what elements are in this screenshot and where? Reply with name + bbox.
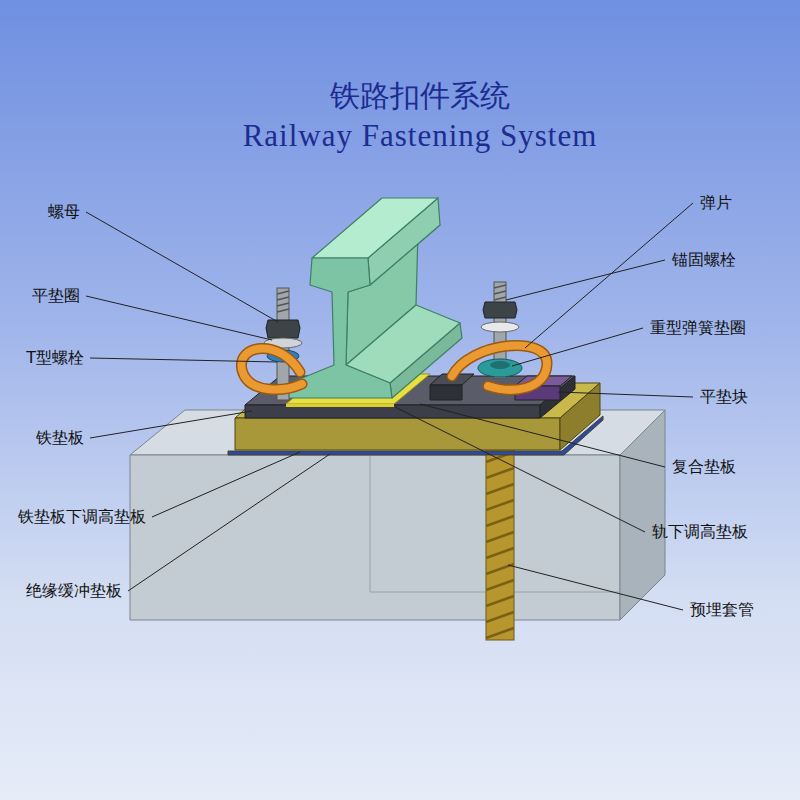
concrete-sleeper: [130, 410, 665, 620]
rail-profile: [288, 258, 392, 398]
part-label: 平垫圈: [32, 286, 80, 306]
leader-line: [90, 411, 252, 438]
rail-foot-top: [346, 305, 460, 383]
leader-line: [128, 454, 330, 591]
part-label: 绝缘缓冲垫板: [26, 581, 122, 601]
leader-line: [512, 328, 643, 366]
heavy-spring-washer: [478, 359, 522, 377]
clip-left-edge: [241, 348, 302, 389]
leader-line: [506, 260, 665, 300]
leader-line: [558, 392, 693, 397]
nut: [266, 320, 300, 338]
part-label: 锚固螺栓: [672, 250, 736, 270]
rail: [288, 198, 462, 398]
leader-line: [152, 452, 300, 517]
sleeve-thread: [486, 452, 514, 638]
t-bolt-thread: [277, 291, 289, 312]
subtitle: Railway Fastening System: [243, 118, 598, 154]
leader-line: [90, 358, 277, 362]
leader-line: [395, 407, 645, 532]
part-label: 铁垫板: [36, 428, 84, 448]
leader-line: [508, 565, 683, 610]
clip-right-edge: [452, 345, 547, 389]
clip-right: [452, 345, 547, 389]
shim-plate-front: [235, 418, 560, 450]
part-label: 轨下调高垫板: [652, 522, 748, 542]
part-label: 铁垫板下调高垫板: [18, 507, 146, 527]
title: 铁路扣件系统: [330, 76, 510, 117]
anchor-bolt: [478, 282, 522, 378]
rail-head-top: [312, 198, 438, 258]
iron-plate-front: [245, 405, 540, 418]
clip-left: [241, 348, 302, 389]
part-label: 平垫块: [700, 387, 748, 407]
leader-line: [86, 212, 278, 322]
leader-lines: [86, 203, 693, 610]
part-label: 重型弹簧垫圈: [650, 318, 746, 338]
sleeper-front: [130, 455, 620, 620]
spring-clips: [241, 345, 547, 389]
sleeper-side: [620, 410, 665, 620]
part-label: 预埋套管: [690, 600, 754, 620]
gauge-block-front: [430, 385, 462, 400]
sleeper-step: [370, 455, 620, 592]
part-label: 弹片: [700, 193, 732, 213]
anchor-nut: [483, 302, 517, 318]
leader-line: [420, 404, 665, 467]
sleeve-body: [486, 448, 514, 640]
anchor-washer: [481, 322, 519, 332]
part-label: 螺母: [48, 202, 80, 222]
embedded-sleeve: [486, 448, 514, 640]
leader-line: [86, 296, 272, 340]
heavy-spring-washer-hole: [490, 361, 510, 369]
composite-pad-edge: [286, 404, 394, 407]
anchor-thread: [494, 285, 506, 300]
insulation-pad: [228, 416, 603, 455]
part-label: T型螺栓: [26, 348, 84, 368]
part-label: 复合垫板: [672, 457, 736, 477]
